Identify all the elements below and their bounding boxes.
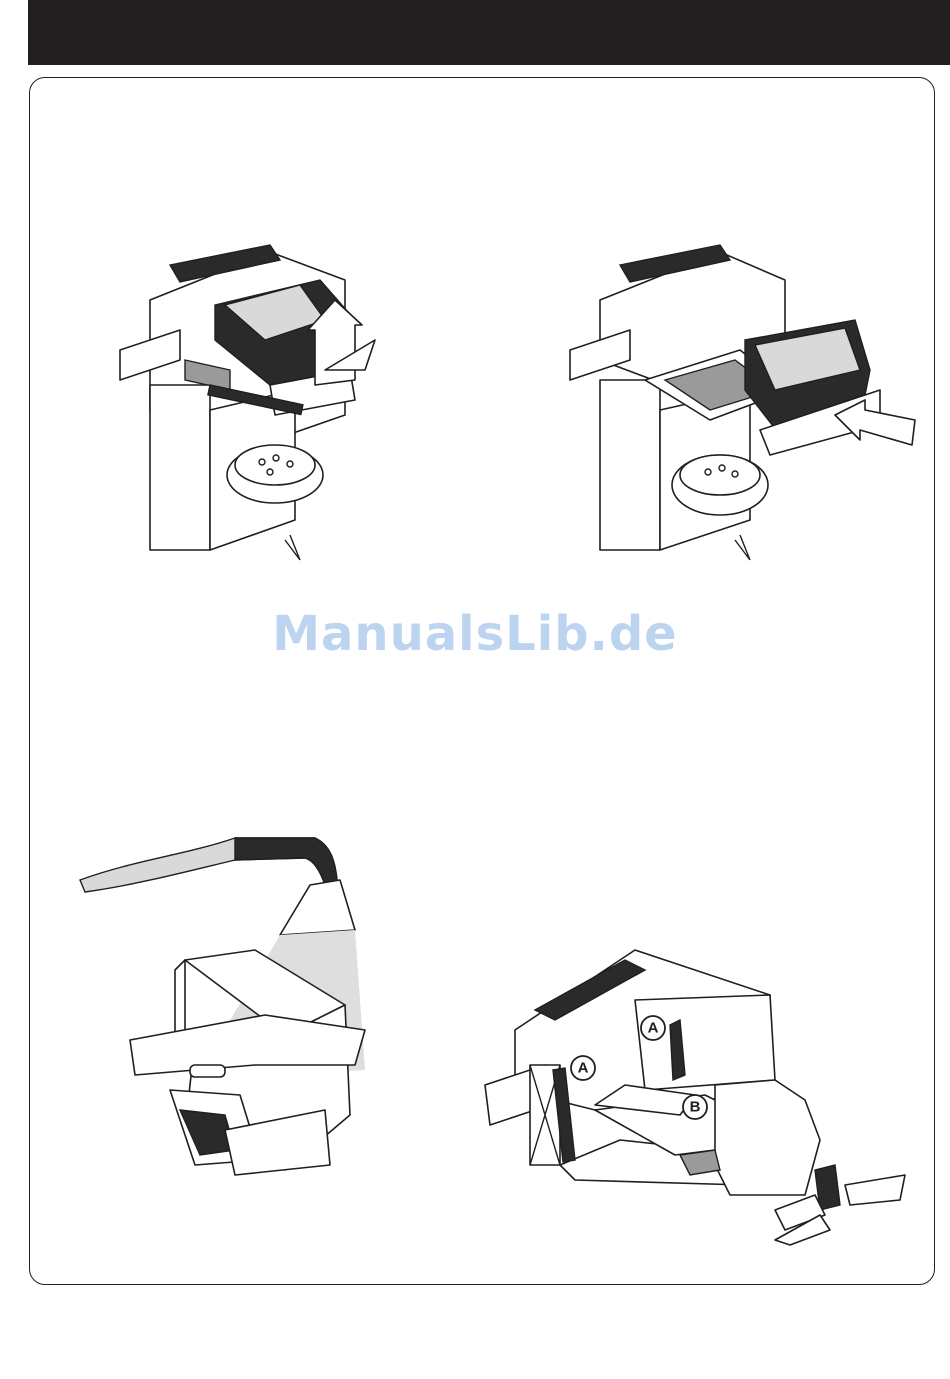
callout-b: B xyxy=(683,1095,707,1119)
illustration-lift-lid xyxy=(110,240,390,570)
callout-a-right: A xyxy=(641,1016,665,1040)
illustration-reinsert-tray: A A B xyxy=(475,940,915,1260)
illustration-rinse-filter xyxy=(75,830,375,1180)
header-bar xyxy=(28,0,950,65)
illustration-slide-tray xyxy=(560,240,920,570)
callout-b-label: B xyxy=(690,1099,701,1116)
callout-a-left-label: A xyxy=(578,1060,589,1077)
callout-a-right-label: A xyxy=(648,1020,659,1037)
watermark-text: ManualsLib.de xyxy=(0,606,950,662)
callout-a-left: A xyxy=(571,1056,595,1080)
